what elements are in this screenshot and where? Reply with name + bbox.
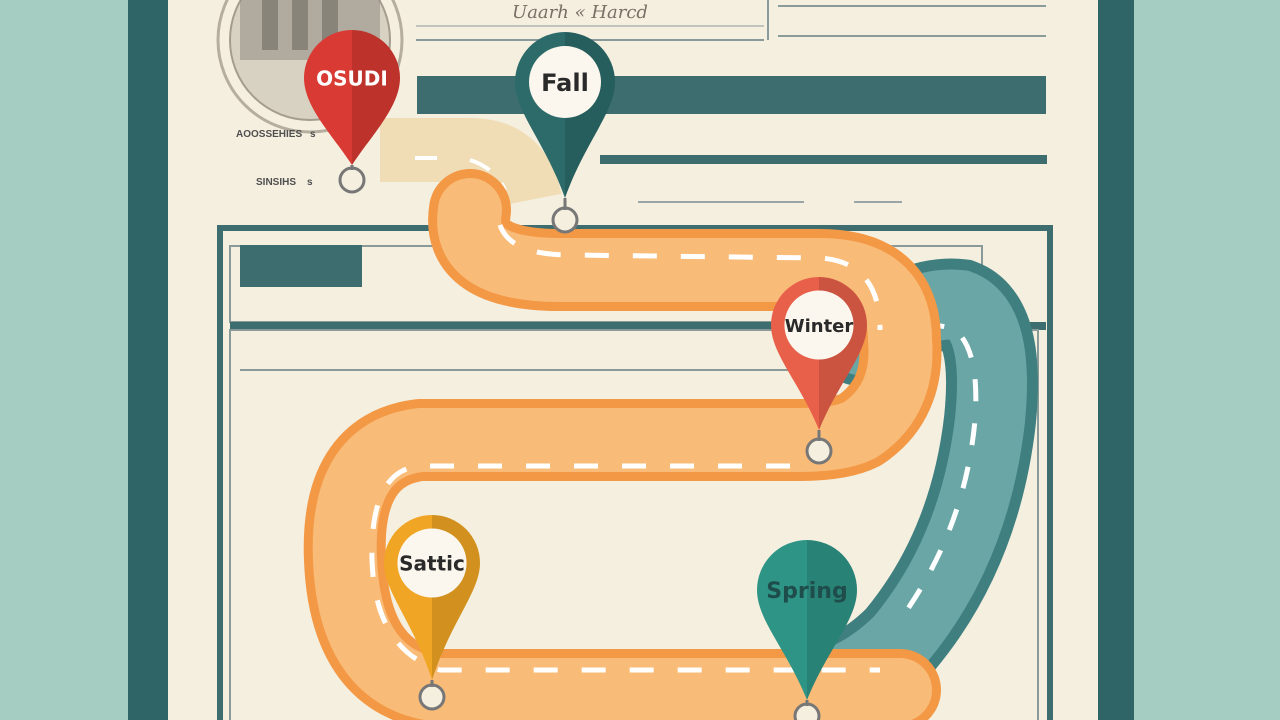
stamp-seal — [216, 0, 404, 134]
svg-text:s: s — [307, 177, 313, 188]
header-form — [416, 0, 1046, 41]
heading-bar — [417, 76, 1046, 114]
pin-winter: Winter — [771, 277, 867, 465]
pin-label-sattic: Sattic — [399, 552, 465, 576]
side-label-1: AOOSSEHIES s — [236, 129, 316, 140]
pin-osudi: OSUDI — [304, 30, 400, 194]
pin-label-spring: Spring — [766, 579, 847, 604]
handwritten-title: Uaarh « Harcd — [512, 2, 648, 23]
pin-base-ring — [551, 206, 579, 234]
pin-label-winter: Winter — [785, 316, 854, 337]
pin-label-osudi: OSUDI — [316, 67, 388, 91]
form-tab-block — [240, 245, 362, 287]
svg-text:SINSIHS: SINSIHS — [256, 177, 296, 188]
pin-marker-icon — [757, 540, 857, 700]
pin-sattic: Sattic — [384, 515, 480, 711]
road-start — [380, 118, 562, 208]
pin-marker-icon — [304, 30, 400, 165]
pin-base-ring — [338, 166, 366, 194]
pin-base-ring — [793, 702, 821, 720]
pin-spring: Spring — [757, 540, 857, 720]
svg-text:s: s — [310, 129, 316, 140]
pin-base-ring — [418, 683, 446, 711]
subheading-bar — [600, 155, 1047, 164]
pin-label-fall: Fall — [541, 69, 589, 97]
svg-text:AOOSSEHIES: AOOSSEHIES — [236, 129, 302, 140]
pin-base-ring — [805, 437, 833, 465]
pin-fall: Fall — [515, 32, 615, 234]
side-label-2: SINSIHS s — [256, 177, 313, 188]
